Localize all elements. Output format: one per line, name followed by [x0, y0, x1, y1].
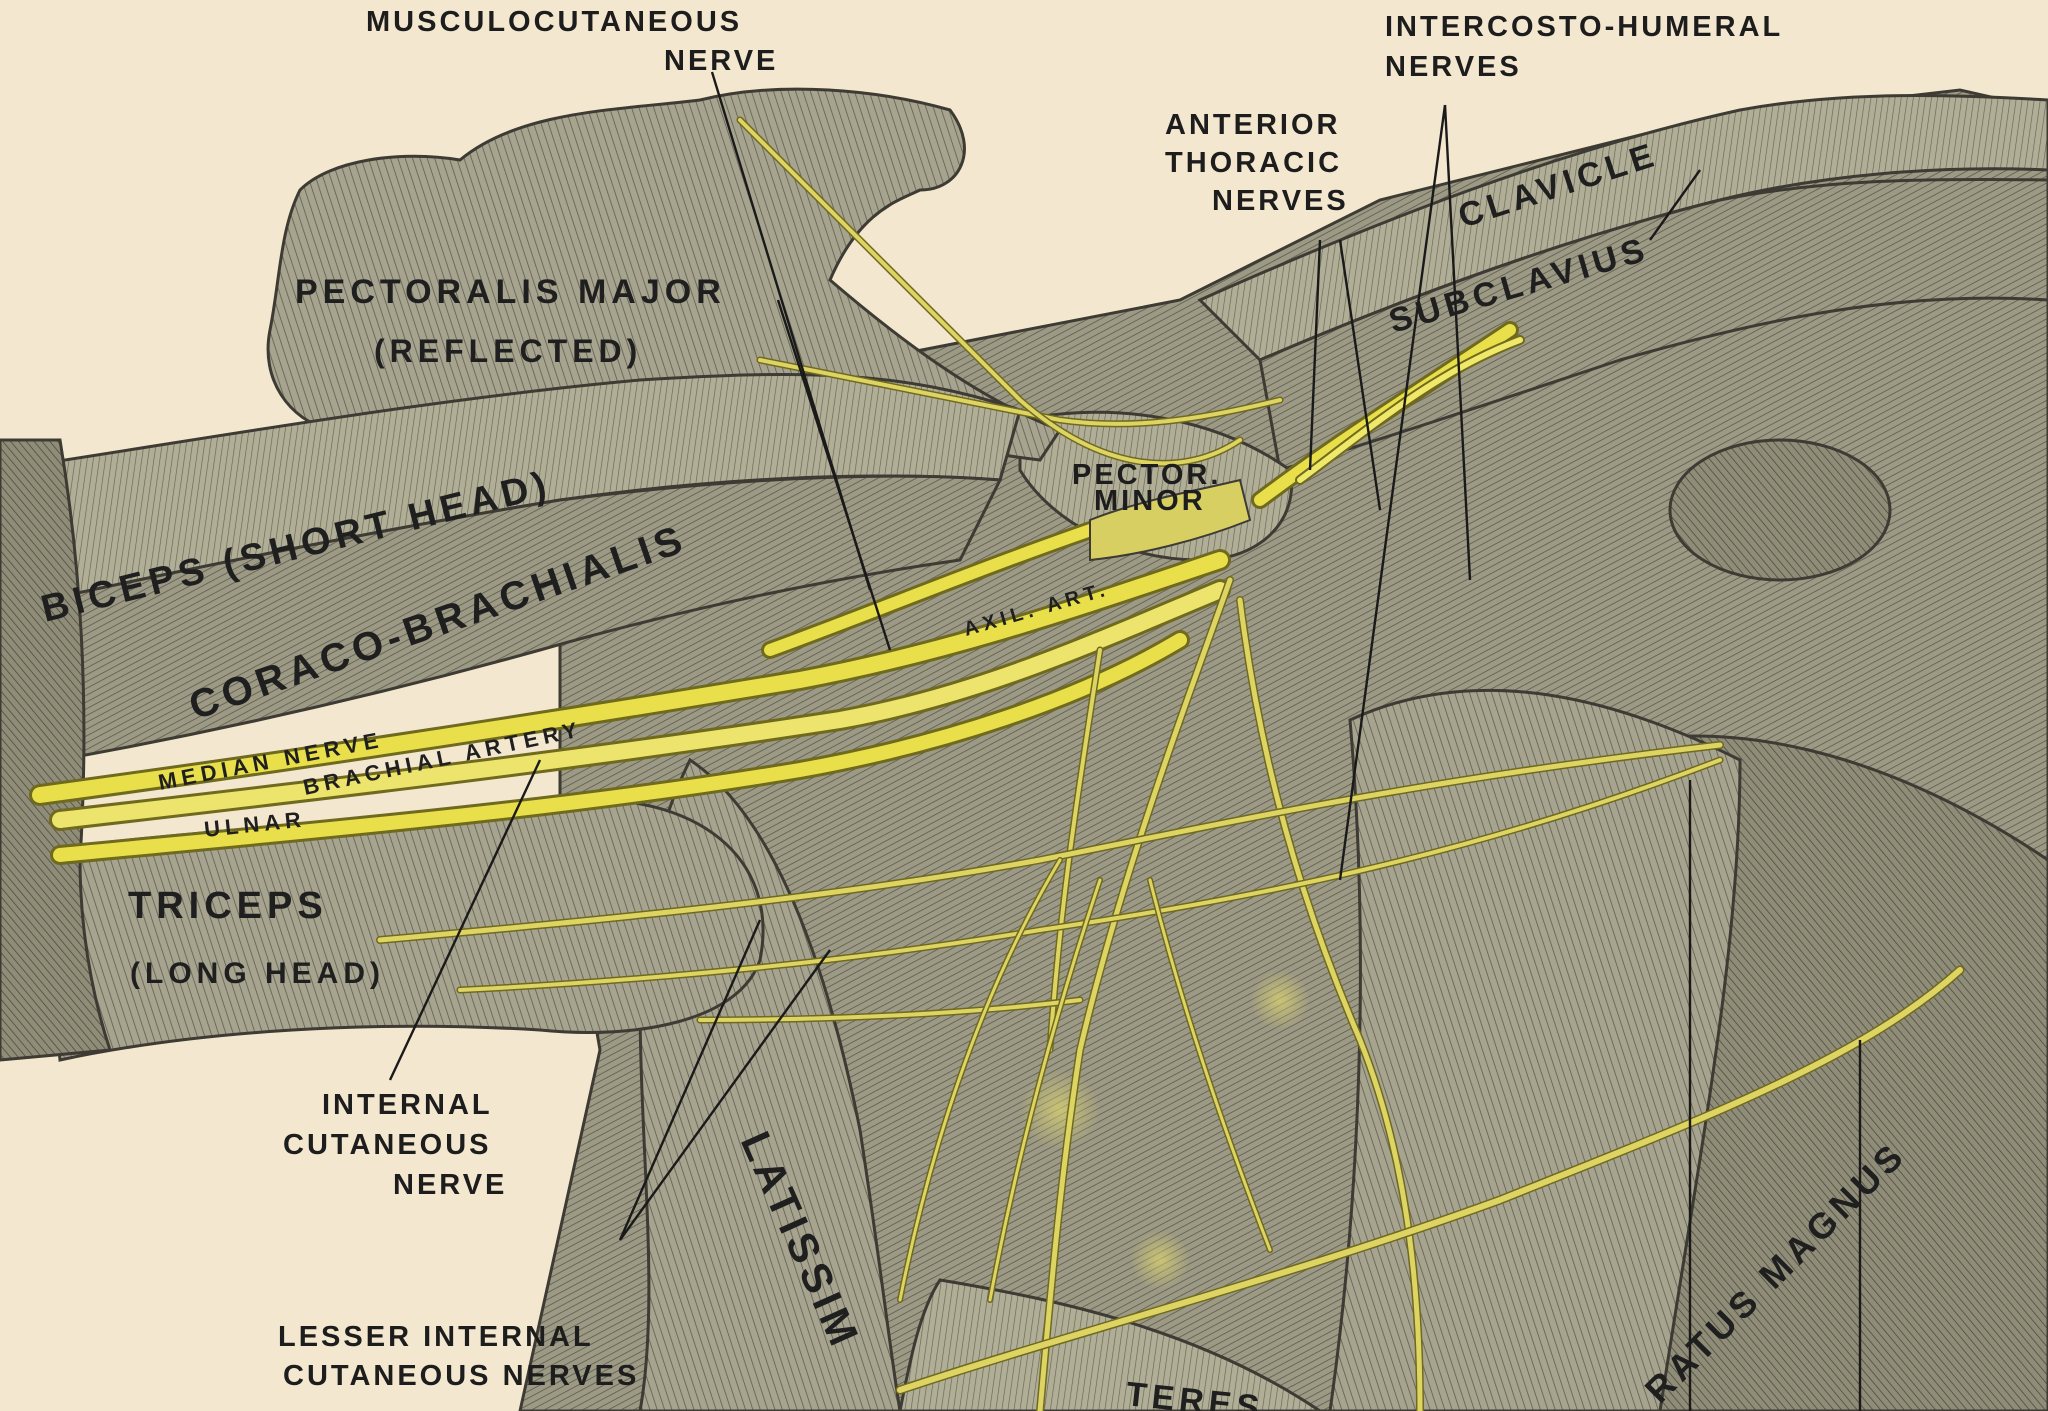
label-internal-cutaneous-3: NERVE	[393, 1169, 507, 1201]
label-pector-minor-2: MINOR	[1094, 485, 1206, 517]
label-anterior-thoracic-1: ANTERIOR	[1165, 109, 1340, 141]
musculocutaneous-trunk	[764, 514, 1126, 656]
label-lesser-internal-1: LESSER INTERNAL	[278, 1321, 594, 1353]
label-long-head: (LONG HEAD)	[130, 957, 385, 990]
outer-labels: MUSCULOCUTANEOUS NERVE INTERCOSTO-HUMERA…	[278, 6, 1783, 1392]
label-intercosto-1: INTERCOSTO-HUMERAL	[1385, 11, 1783, 43]
label-triceps: TRICEPS	[128, 885, 328, 927]
median-nerve-path	[32, 552, 1228, 803]
label-internal-cutaneous-2: CUTANEOUS	[283, 1129, 492, 1161]
coraco-brachialis-muscle	[0, 474, 1003, 772]
label-lesser-internal-2: CUTANEOUS NERVES	[283, 1360, 639, 1392]
label-pectoralis-major: PECTORALIS MAJOR	[295, 273, 726, 311]
leader-lines	[388, 71, 1862, 1411]
label-internal-cutaneous-1: INTERNAL	[322, 1089, 493, 1121]
rib-mass	[1668, 438, 1892, 582]
label-musculocutaneous-2: NERVE	[664, 45, 778, 77]
label-anterior-thoracic-3: NERVES	[1212, 185, 1349, 217]
label-anterior-thoracic-2: THORACIC	[1165, 147, 1342, 179]
axillary-artery	[1089, 478, 1252, 562]
brachial-artery-path	[52, 582, 1228, 828]
teres-muscle	[898, 1278, 1323, 1411]
nerve-bundle	[29, 116, 1965, 1411]
subscapularis-muscle	[1328, 688, 1742, 1411]
label-pector-minor-1: PECTOR.	[1072, 459, 1221, 491]
ulnar-nerve-path	[53, 633, 1187, 862]
label-intercosto-2: NERVES	[1385, 51, 1522, 83]
subclavius-muscle	[1258, 177, 2048, 472]
label-reflected: (REFLECTED)	[374, 333, 642, 369]
label-musculocutaneous-1: MUSCULOCUTANEOUS	[366, 6, 742, 38]
